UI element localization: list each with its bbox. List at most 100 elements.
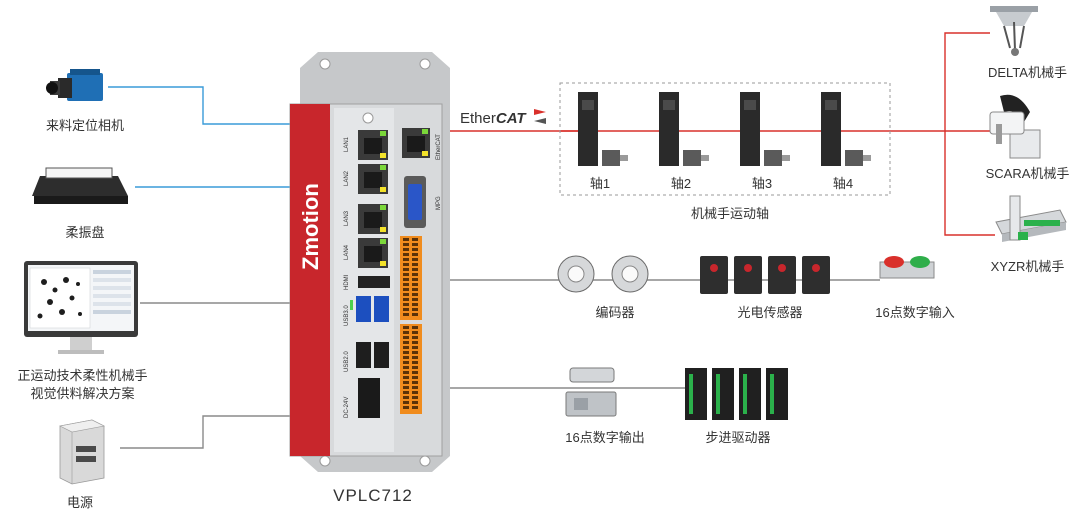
terminal-pin bbox=[412, 396, 418, 399]
terminal-pin bbox=[412, 341, 418, 344]
terminal-pin bbox=[403, 366, 409, 369]
servo-drive-axis-1 bbox=[578, 92, 628, 166]
terminal-pin bbox=[403, 273, 409, 276]
terminal-pin bbox=[412, 406, 418, 409]
label-axis-1: 轴1 bbox=[590, 176, 610, 191]
ethercat-logo: EtherCAT bbox=[460, 109, 546, 127]
label-flex-feeder: 柔振盘 bbox=[65, 225, 105, 240]
label-camera: 来料定位相机 bbox=[45, 118, 124, 133]
ethercat-port bbox=[402, 128, 430, 158]
terminal-pin bbox=[412, 253, 418, 256]
servo-drive-axis-4 bbox=[821, 92, 871, 166]
terminal-pin bbox=[403, 346, 409, 349]
terminal-pin bbox=[403, 386, 409, 389]
label-axis-4: 轴4 bbox=[833, 176, 853, 191]
terminal-pin bbox=[403, 253, 409, 256]
terminal-pin bbox=[412, 293, 418, 296]
port-label-usb30: USB3.0 bbox=[344, 305, 350, 326]
brand-strip bbox=[290, 104, 330, 456]
terminal-pin bbox=[403, 371, 409, 374]
camera-icon bbox=[46, 69, 103, 101]
photo-sensor-icons bbox=[700, 256, 830, 294]
axis-group-frame bbox=[559, 82, 891, 196]
terminal-pin bbox=[412, 336, 418, 339]
terminal-pin bbox=[403, 356, 409, 359]
terminal-pin bbox=[412, 308, 418, 311]
terminal-pin bbox=[403, 243, 409, 246]
terminal-pin bbox=[403, 293, 409, 296]
port-label-lan2: LAN2 bbox=[344, 170, 350, 186]
terminal-pin bbox=[403, 326, 409, 329]
terminal-pin bbox=[412, 273, 418, 276]
terminal-pin bbox=[403, 361, 409, 364]
encoder-icons bbox=[557, 255, 649, 293]
terminal-pin bbox=[412, 303, 418, 306]
robot-bus bbox=[890, 32, 990, 132]
power-connector bbox=[358, 378, 380, 418]
port-label-lan4: LAN4 bbox=[344, 244, 350, 260]
terminal-pin bbox=[412, 288, 418, 291]
terminal-pin bbox=[403, 298, 409, 301]
terminal-pin bbox=[403, 258, 409, 261]
terminal-pin bbox=[412, 298, 418, 301]
robot-xyzr-link bbox=[944, 131, 995, 236]
label-axis-2: 轴2 bbox=[671, 176, 691, 191]
flex-feeder-icon bbox=[32, 167, 128, 204]
terminal-pin bbox=[412, 243, 418, 246]
camera-link bbox=[108, 86, 298, 125]
port-label-ethercat: EtherCAT bbox=[436, 134, 442, 160]
terminal-pin bbox=[403, 288, 409, 291]
label-axis-3: 轴3 bbox=[752, 176, 772, 191]
port-label-mpg: MPG bbox=[436, 196, 442, 210]
label-software-line1: 正运动技术柔性机械手 bbox=[17, 368, 148, 383]
terminal-pin bbox=[412, 386, 418, 389]
terminal-pin bbox=[412, 313, 418, 316]
terminal-pin bbox=[412, 331, 418, 334]
label-encoder: 编码器 bbox=[595, 305, 635, 320]
usb20-ports bbox=[356, 342, 389, 368]
terminal-pin bbox=[403, 308, 409, 311]
lan-ports bbox=[358, 130, 388, 268]
terminal-pin bbox=[403, 268, 409, 271]
servo-drive-axis-2 bbox=[659, 92, 709, 166]
scara-robot-icon bbox=[989, 94, 1041, 159]
label-robot-delta: DELTA机械手 bbox=[988, 65, 1067, 80]
terminal-pin bbox=[412, 351, 418, 354]
terminal-pin bbox=[403, 278, 409, 281]
port-label-usb20: USB2.0 bbox=[344, 351, 350, 372]
monitor-icon bbox=[24, 261, 138, 354]
xyzr-robot-icon bbox=[995, 195, 1067, 242]
terminal-pin bbox=[412, 263, 418, 266]
port-label-lan3: LAN3 bbox=[344, 210, 350, 226]
terminal-pin bbox=[412, 326, 418, 329]
terminal-pin bbox=[403, 336, 409, 339]
label-software-line2: 视觉供料解决方案 bbox=[30, 386, 135, 401]
terminal-pin bbox=[412, 278, 418, 281]
controller-vplc712 bbox=[289, 52, 450, 472]
terminal-pin bbox=[412, 238, 418, 241]
terminal-pin bbox=[412, 371, 418, 374]
terminal-pin bbox=[403, 248, 409, 251]
terminal-pin bbox=[412, 401, 418, 404]
terminal-pin bbox=[403, 341, 409, 344]
terminal-pin bbox=[403, 381, 409, 384]
terminal-pin bbox=[412, 346, 418, 349]
terminal-pin bbox=[403, 351, 409, 354]
usb30-ports bbox=[350, 296, 389, 322]
terminal-pin bbox=[412, 268, 418, 271]
terminal-pin bbox=[403, 331, 409, 334]
label-photo-sensor: 光电传感器 bbox=[737, 305, 803, 320]
brand-logo: Zmotion bbox=[298, 183, 323, 270]
terminal-pin bbox=[412, 248, 418, 251]
terminal-pin bbox=[403, 313, 409, 316]
terminal-pin bbox=[412, 356, 418, 359]
terminal-pin bbox=[403, 391, 409, 394]
terminal-pin bbox=[403, 263, 409, 266]
push-button-icons bbox=[879, 256, 935, 279]
terminal-pin bbox=[412, 361, 418, 364]
terminal-pin bbox=[412, 376, 418, 379]
delta-robot-icon bbox=[990, 6, 1038, 56]
controller-model: VPLC712 bbox=[333, 486, 413, 505]
mpg-connector bbox=[404, 176, 426, 228]
